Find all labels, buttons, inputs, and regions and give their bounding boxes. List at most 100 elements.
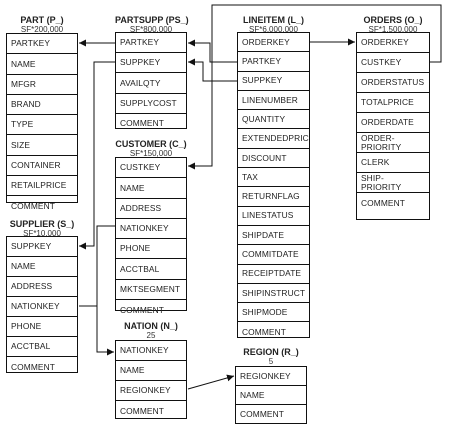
column-orders-clerk: CLERK xyxy=(357,153,429,173)
column-customer-comment: COMMENT xyxy=(120,304,164,315)
column-lineitem-receiptdate: RECEIPTDATE xyxy=(238,265,309,284)
edge-nation-region xyxy=(187,374,235,390)
column-partsupp-partkey: PARTKEY xyxy=(116,33,186,54)
column-customer-phone: PHONE xyxy=(116,239,186,260)
column-orders-orderkey: ORDERKEY xyxy=(357,33,429,53)
table-cardinality: SF*150,000 xyxy=(129,149,173,158)
table-cardinality: SF*800,000 xyxy=(129,25,173,34)
table-title: LINEITEM (L_) xyxy=(243,15,304,25)
column-supplier-address: ADDRESS xyxy=(7,277,77,297)
column-lineitem-linestatus: LINESTATUS xyxy=(238,207,309,226)
column-part-brand: BRAND xyxy=(7,95,77,116)
column-lineitem-shipinstruct: SHIPINSTRUCT xyxy=(238,284,309,304)
column-orders-comment: COMMENT xyxy=(361,197,405,208)
table-title: PARTSUPP (PS_) xyxy=(115,15,189,25)
table-cardinality: SF*200,000 xyxy=(20,25,64,34)
column-partsupp-suppkey: SUPPKEY xyxy=(116,53,186,74)
column-nation-name: NAME xyxy=(116,361,186,381)
column-region-regionkey: REGIONKEY xyxy=(236,367,306,386)
edge-customer-nation xyxy=(96,225,115,356)
column-part-mfgr: MFGR xyxy=(7,75,77,95)
table-title: SUPPLIER (S_) xyxy=(9,219,75,229)
column-supplier-phone: PHONE xyxy=(7,317,77,337)
column-customer-nationkey: NATIONKEY xyxy=(116,219,186,240)
column-lineitem-orderkey: ORDERKEY xyxy=(238,33,309,53)
column-lineitem-discount: DISCOUNT xyxy=(238,149,309,169)
column-orders-custkey: CUSTKEY xyxy=(357,53,429,73)
column-part-retailprice: RETAILPRICE xyxy=(7,176,77,197)
column-orders-orderdate: ORDERDATE xyxy=(357,113,429,133)
table-title: NATION (N_) xyxy=(124,321,178,331)
column-customer-address: ADDRESS xyxy=(116,199,186,219)
edge-orders-customer xyxy=(188,4,442,170)
column-customer-mktsegment: MKTSEGMENT xyxy=(116,280,186,301)
column-lineitem-shipmode: SHIPMODE xyxy=(238,303,309,323)
column-lineitem-tax: TAX xyxy=(238,168,309,188)
column-orders-totalprice: TOTALPRICE xyxy=(357,93,429,113)
column-supplier-name: NAME xyxy=(7,257,77,277)
table-cardinality: 25 xyxy=(146,331,156,340)
column-region-comment: COMMENT xyxy=(240,409,284,420)
column-part-size: SIZE xyxy=(7,135,77,156)
column-lineitem-commitdate: COMMITDATE xyxy=(238,245,309,265)
edge-lineitem-partsupp-suppkey xyxy=(188,58,237,82)
table-title: REGION (R_) xyxy=(243,347,299,357)
column-customer-acctbal: ACCTBAL xyxy=(116,259,186,280)
table-title: CUSTOMER (C_) xyxy=(115,139,187,149)
column-part-type: TYPE xyxy=(7,115,77,136)
column-region-name: NAME xyxy=(236,386,306,405)
column-part-partkey: PARTKEY xyxy=(7,34,77,55)
column-lineitem-comment: COMMENT xyxy=(242,326,286,337)
table-title: PART (P_) xyxy=(20,15,64,25)
column-orders-orderpriority: ORDER- PRIORITY xyxy=(357,133,429,153)
column-lineitem-suppkey: SUPPKEY xyxy=(238,72,309,91)
column-part-comment: COMMENT xyxy=(11,201,55,212)
column-orders-orderstatus: ORDERSTATUS xyxy=(357,73,429,93)
table-cardinality: 5 xyxy=(268,357,274,366)
column-nation-comment: COMMENT xyxy=(120,405,164,416)
table-cardinality: SF*6,000,000 xyxy=(249,25,298,34)
column-lineitem-shipdate: SHIPDATE xyxy=(238,226,309,246)
column-supplier-suppkey: SUPPKEY xyxy=(7,237,77,257)
table-cardinality: SF*1,500,000 xyxy=(368,25,418,34)
column-customer-name: NAME xyxy=(116,178,186,199)
column-supplier-acctbal: ACCTBAL xyxy=(7,337,77,357)
table-title: ORDERS (O_) xyxy=(363,15,423,25)
column-lineitem-partkey: PARTKEY xyxy=(238,52,309,72)
column-lineitem-linenumber: LINENUMBER xyxy=(238,91,309,111)
column-nation-regionkey: REGIONKEY xyxy=(116,381,186,401)
column-partsupp-supplycost: SUPPLYCOST xyxy=(116,94,186,114)
column-nation-nationkey: NATIONKEY xyxy=(116,341,186,361)
column-lineitem-quantity: QUANTITY xyxy=(238,110,309,130)
edge-partsupp-supplier xyxy=(79,61,115,250)
column-partsupp-availqty: AVAILQTY xyxy=(116,73,186,94)
column-supplier-nationkey: NATIONKEY xyxy=(7,297,77,317)
column-orders-shippriority: SHIP- PRIORITY xyxy=(357,173,429,193)
column-part-name: NAME xyxy=(7,54,77,75)
edge-lineitem-partsupp-partkey xyxy=(188,39,237,63)
column-lineitem-returnflag: RETURNFLAG xyxy=(238,187,309,207)
column-partsupp-comment: COMMENT xyxy=(120,118,164,129)
column-supplier-comment: COMMENT xyxy=(11,361,55,372)
column-customer-custkey: CUSTKEY xyxy=(116,158,186,179)
table-cardinality: SF*10,000 xyxy=(23,229,61,238)
column-lineitem-extendedprice: EXTENDEDPRICE xyxy=(238,129,309,149)
column-part-container: CONTAINER xyxy=(7,156,77,177)
